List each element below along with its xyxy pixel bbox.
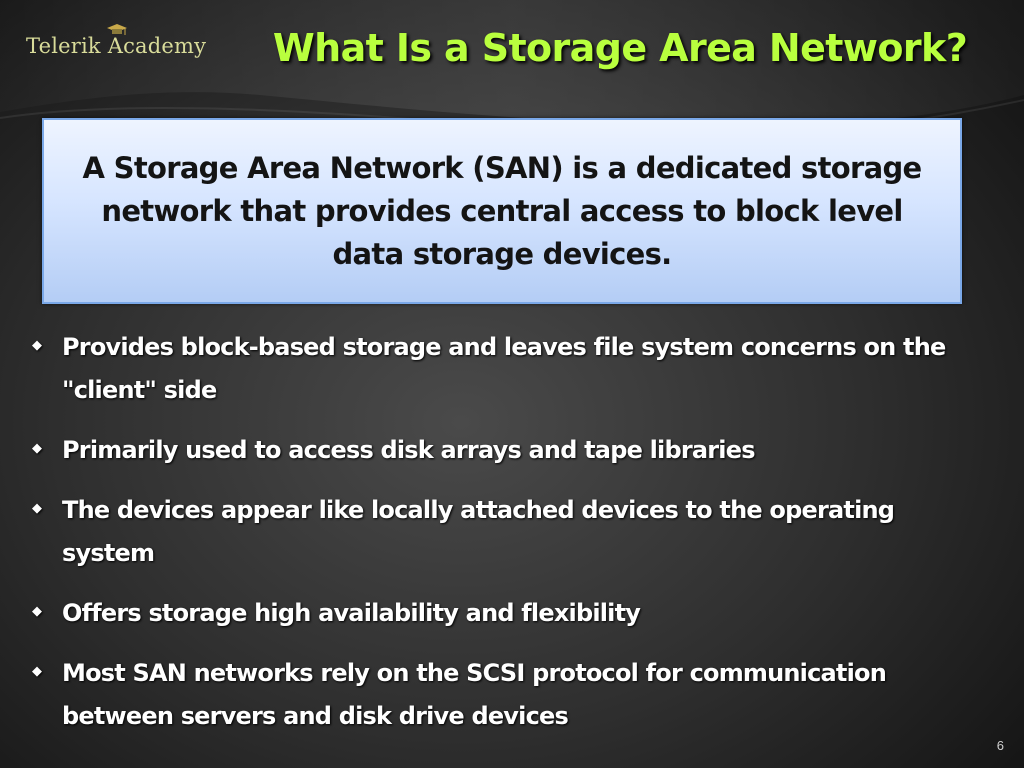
list-item: ◆ The devices appear like locally attach… <box>32 489 982 575</box>
bullet-list: ◆ Provides block-based storage and leave… <box>32 326 982 755</box>
diamond-bullet-icon: ◆ <box>32 501 42 516</box>
bullet-text: The devices appear like locally attached… <box>62 496 895 567</box>
telerik-academy-logo: Telerik Academy <box>26 24 207 58</box>
diamond-bullet-icon: ◆ <box>32 338 42 353</box>
bullet-text: Provides block-based storage and leaves … <box>62 333 946 404</box>
diamond-bullet-icon: ◆ <box>32 664 42 679</box>
diamond-bullet-icon: ◆ <box>32 604 42 619</box>
bullet-text: Most SAN networks rely on the SCSI proto… <box>62 659 887 730</box>
diamond-bullet-icon: ◆ <box>32 441 42 456</box>
page-number: 6 <box>996 738 1004 753</box>
list-item: ◆ Offers storage high availability and f… <box>32 592 982 635</box>
list-item: ◆ Primarily used to access disk arrays a… <box>32 429 982 472</box>
bullet-text: Primarily used to access disk arrays and… <box>62 436 756 464</box>
graduation-cap-icon <box>107 24 127 35</box>
slide-title: What Is a Storage Area Network? <box>272 26 968 70</box>
list-item: ◆ Provides block-based storage and leave… <box>32 326 982 412</box>
definition-box: A Storage Area Network (SAN) is a dedica… <box>42 118 962 304</box>
bullet-text: Offers storage high availability and fle… <box>62 599 641 627</box>
logo-text: Telerik Academy <box>26 34 207 58</box>
list-item: ◆ Most SAN networks rely on the SCSI pro… <box>32 652 982 738</box>
definition-text: A Storage Area Network (SAN) is a dedica… <box>82 150 923 271</box>
